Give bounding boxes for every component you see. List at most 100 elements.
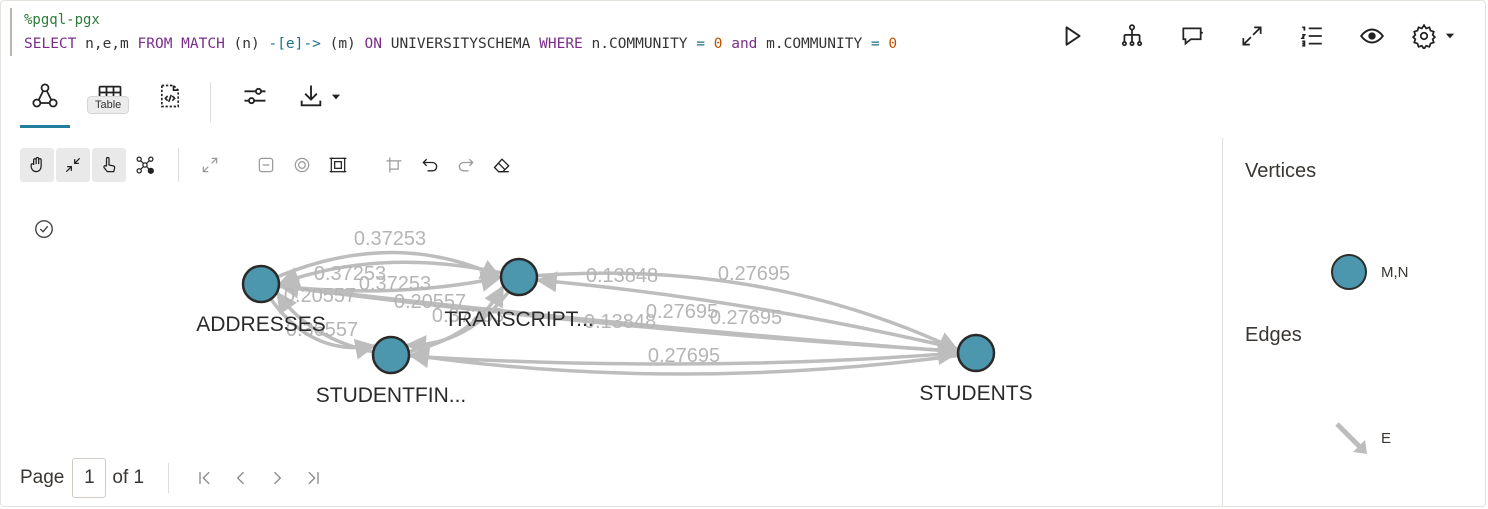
next-page-button[interactable]: [259, 460, 295, 496]
divider: [210, 82, 211, 122]
last-page-button[interactable]: [295, 460, 331, 496]
node-label: TRANSCRIPT...: [444, 308, 593, 331]
expand-button[interactable]: [1222, 20, 1282, 52]
graph-toolbar: [20, 148, 521, 182]
graph-edge[interactable]: [277, 277, 977, 355]
undo-icon: [422, 158, 438, 172]
table-icon: [98, 85, 122, 100]
query-token: m.COMMUNITY: [766, 36, 871, 52]
redo-button[interactable]: [449, 148, 483, 182]
edge-label: 0.37253: [314, 263, 386, 285]
settings-button[interactable]: [1402, 20, 1466, 52]
graph-edge[interactable]: [407, 347, 977, 376]
graph-edge[interactable]: [278, 260, 520, 288]
query-token: =: [696, 36, 706, 52]
query-token: (n): [224, 36, 269, 52]
query-token: n,e,m: [76, 36, 138, 52]
page-label: Page: [20, 467, 65, 488]
edge-legend-label: E: [1381, 430, 1392, 447]
eraser-icon: [493, 158, 510, 173]
edge-label: 0.27695: [718, 263, 790, 285]
network-icon: [136, 156, 154, 174]
collapse-icon: [65, 157, 81, 173]
query-token: UNIVERSITYSCHEMA: [381, 36, 540, 52]
graph-node[interactable]: [956, 333, 996, 373]
focus-button[interactable]: [285, 148, 319, 182]
edge-label: 0.36557: [286, 319, 358, 341]
comment-button[interactable]: [1162, 20, 1222, 52]
query-token: (m): [320, 36, 365, 52]
graph-edge[interactable]: [390, 344, 960, 366]
vertex-legend-swatch[interactable]: [1331, 254, 1367, 290]
target-icon: [294, 157, 310, 173]
drop-node-button[interactable]: [249, 148, 283, 182]
node-label: ADDRESSES: [196, 313, 326, 336]
tab-table[interactable]: [80, 76, 140, 128]
fit-button[interactable]: [56, 148, 90, 182]
graph-node[interactable]: [499, 257, 539, 297]
tab-graph[interactable]: [20, 76, 70, 128]
redo-icon: [458, 158, 474, 172]
comment-icon: [1182, 27, 1203, 46]
pan-button[interactable]: [20, 148, 54, 182]
edge-label: 0.27695: [648, 345, 720, 367]
query-token: ON: [364, 36, 382, 52]
last-page-icon: [308, 471, 319, 485]
edge-label: 0.13848: [584, 311, 656, 333]
network-button[interactable]: [128, 148, 162, 182]
hand-icon: [30, 156, 42, 173]
expand-icon: [1242, 26, 1262, 46]
download-button[interactable]: [285, 76, 355, 128]
graph-node[interactable]: [241, 264, 281, 304]
undo-button[interactable]: [413, 148, 447, 182]
hierarchy-icon: [1121, 24, 1143, 47]
legend-panel: Vertices M,N Edges E: [1222, 138, 1487, 507]
page-input[interactable]: 1: [72, 458, 107, 498]
sliders-icon: [244, 87, 266, 105]
prev-page-button[interactable]: [223, 460, 259, 496]
check-circle-icon[interactable]: [33, 218, 55, 240]
graph-node[interactable]: [371, 335, 411, 375]
query-token: 0: [713, 36, 723, 52]
edge-label: 0.13848: [586, 265, 658, 287]
edge-legend-arrow-icon[interactable]: [1333, 420, 1373, 460]
first-page-button[interactable]: [187, 460, 223, 496]
run-icon: [1065, 26, 1081, 46]
graph-edge[interactable]: [518, 271, 960, 352]
reset-button[interactable]: [485, 148, 519, 182]
graph-edge[interactable]: [535, 271, 977, 355]
pagination: Page 1 of 1: [20, 458, 331, 498]
query-token: =: [870, 36, 880, 52]
gear-icon: [1411, 23, 1437, 49]
hierarchy-button[interactable]: [1102, 20, 1162, 52]
settings-sliders-button[interactable]: [225, 76, 285, 128]
select-button[interactable]: [92, 148, 126, 182]
pointer-hand-icon: [103, 156, 116, 173]
tab-json[interactable]: [140, 76, 200, 128]
graph-icon: [32, 83, 58, 108]
query-token: 0: [888, 36, 898, 52]
run-button[interactable]: [1042, 20, 1102, 52]
page-count: of 1: [112, 467, 145, 488]
visibility-button[interactable]: [1342, 20, 1402, 52]
numbered-list-button[interactable]: [1282, 20, 1342, 52]
query-token: n.COMMUNITY: [582, 36, 697, 52]
node-label: STUDENTFIN...: [316, 384, 467, 407]
query-line: SELECT n,e,m FROM MATCH (n) -[e]-> (m) O…: [24, 32, 897, 56]
frame-icon: [329, 157, 347, 173]
query-token: and: [722, 36, 767, 52]
first-page-icon: [199, 471, 210, 485]
tooltip: Table: [87, 96, 130, 114]
expand-node-button[interactable]: [193, 148, 227, 182]
caret-down-icon: [331, 94, 341, 100]
code-editor[interactable]: %pgql-pgx SELECT n,e,m FROM MATCH (n) -[…: [10, 8, 897, 56]
interpreter-tag: %pgql-pgx: [24, 12, 100, 28]
group-button[interactable]: [377, 148, 411, 182]
frame-button[interactable]: [321, 148, 355, 182]
edge-label: 0.20557: [284, 285, 356, 307]
minus-box-icon: [258, 157, 274, 173]
edges-heading: Edges: [1245, 324, 1302, 346]
query-token: [705, 36, 714, 52]
